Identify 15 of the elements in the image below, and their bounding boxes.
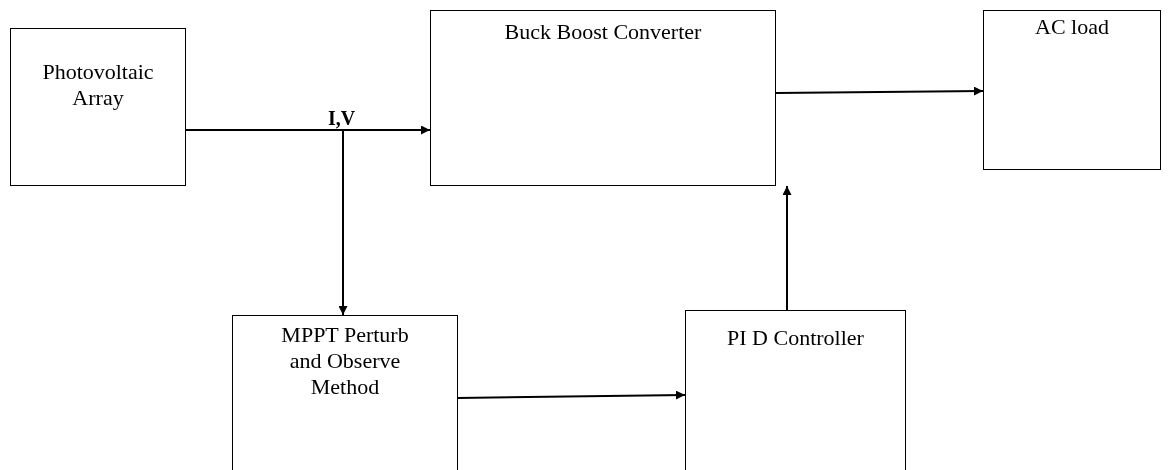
block-label: Buck Boost Converter — [503, 19, 703, 45]
block-box — [430, 10, 776, 186]
block-label: MPPT Perturb and Observe Method — [280, 322, 410, 400]
arrow — [185, 129, 348, 316]
block-box — [232, 315, 458, 470]
arrow — [775, 86, 984, 96]
block-box — [983, 10, 1161, 170]
edge-label: I,V — [328, 107, 356, 129]
block-label: AC load — [1034, 14, 1110, 40]
block-box — [685, 310, 906, 470]
block-box — [10, 28, 186, 186]
block-label: Photovoltaic Array — [41, 59, 155, 111]
arrow — [457, 390, 686, 400]
block-label: PI D Controller — [726, 325, 865, 351]
arrow — [782, 185, 792, 311]
